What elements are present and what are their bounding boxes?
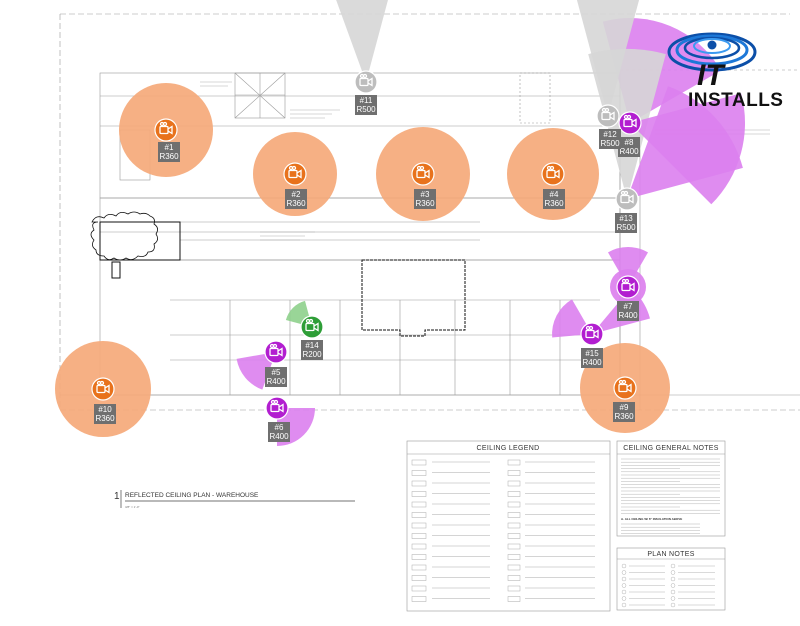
camera-id: #6: [275, 423, 284, 432]
camera-range: R360: [614, 412, 634, 421]
camera-range: R500: [356, 105, 376, 114]
camera-id: #1: [165, 143, 174, 152]
swirl-eye-icon: [667, 32, 757, 72]
it-installs-logo: IT INSTALLS: [667, 32, 783, 111]
camera-range: R400: [582, 358, 602, 367]
ceiling-legend: CEILING LEGEND: [406, 440, 611, 612]
camera-id: #15: [585, 349, 599, 358]
coverage-cam-11: [336, 0, 388, 82]
camera-id: #7: [624, 302, 633, 311]
drawing-title: 1 REFLECTED CEILING PLAN - WAREHOUSE 3/8…: [114, 490, 355, 509]
camera-range: R360: [95, 414, 115, 423]
camera-id: #12: [603, 130, 617, 139]
drawing-number: 1: [114, 491, 120, 502]
camera-tag: [617, 301, 639, 321]
camera-tag: [543, 189, 565, 209]
camera-tag: [355, 95, 377, 115]
camera-range: R400: [618, 311, 638, 320]
camera-range: R360: [544, 199, 564, 208]
camera-tag: [268, 422, 290, 442]
camera-icon: [621, 278, 635, 292]
camera-icon: [270, 399, 284, 413]
camera-id: #3: [421, 190, 430, 199]
camera-icon: [288, 165, 302, 179]
camera-icon: [305, 318, 319, 332]
camera-id: #9: [620, 403, 629, 412]
plan-notes-title: PLAN NOTES: [647, 551, 694, 558]
camera-tag: [265, 367, 287, 387]
camera-range: R500: [600, 139, 620, 148]
plan-notes: PLAN NOTES: [616, 547, 726, 611]
camera-range: R400: [266, 377, 286, 386]
camera-range: R360: [286, 199, 306, 208]
ceiling-notes-title: CEILING GENERAL NOTES: [623, 445, 719, 452]
camera-id: #4: [550, 190, 559, 199]
camera-tag: [285, 189, 307, 209]
camera-icon: [269, 343, 283, 357]
camera-range: R360: [415, 199, 435, 208]
camera-range: R400: [269, 432, 289, 441]
camera-icon: [159, 121, 173, 135]
camera-id: #11: [360, 96, 373, 105]
logo-it-text: IT: [697, 59, 726, 92]
drawing-label: REFLECTED CEILING PLAN - WAREHOUSE: [125, 492, 259, 499]
camera-icon: [623, 114, 637, 128]
camera-tag: [613, 402, 635, 422]
camera-icon: [416, 165, 430, 179]
camera-tag: [158, 142, 180, 162]
camera-tag: [414, 189, 436, 209]
ceiling-general-notes: CEILING GENERAL NOTES A. ALL CEILING W/ …: [616, 440, 726, 537]
camera-layer: #1R360#2R360#3R360#4R360#5R400#6R400#7R4…: [91, 70, 642, 442]
warehouse-core-outline: [99, 221, 466, 337]
revision-cloud: [90, 211, 158, 261]
camera-id: #8: [625, 138, 634, 147]
camera-range: R360: [159, 152, 179, 161]
camera-tag: [615, 213, 637, 233]
logo-installs-text: INSTALLS: [688, 90, 783, 111]
camera-icon: [618, 379, 632, 393]
coverage-extra-cam-13: [627, 86, 743, 199]
camera-icon: [546, 165, 560, 179]
camera-icon: [601, 107, 615, 121]
camera-id: #13: [619, 214, 633, 223]
camera-icon: [96, 380, 110, 394]
camera-range: R200: [302, 350, 322, 359]
camera-icon: [620, 190, 634, 204]
camera-id: #2: [292, 190, 301, 199]
camera-icon: [585, 325, 599, 339]
camera-range: R500: [616, 223, 636, 232]
camera-tag: [581, 348, 603, 368]
drawing-scale: 3/8" = 1'-0": [125, 505, 140, 509]
camera-id: #14: [305, 341, 319, 350]
camera-tag: [94, 404, 116, 424]
coverage-extra-cam-15: [552, 299, 592, 338]
ceiling-legend-title: CEILING LEGEND: [477, 445, 540, 452]
camera-id: #5: [272, 368, 281, 377]
camera-tag: [618, 137, 640, 157]
coverage-extra-cam-7: [608, 247, 648, 287]
camera-tag: [599, 129, 621, 149]
camera-id: #10: [98, 405, 112, 414]
camera-tag: [301, 340, 323, 360]
camera-icon: [359, 73, 373, 87]
ceiling-notes-highlight: A. ALL CEILING W/ 6" INSULATION ABOVE: [621, 517, 682, 521]
camera-range: R400: [619, 147, 639, 156]
coverage-cam-5: [236, 352, 276, 390]
